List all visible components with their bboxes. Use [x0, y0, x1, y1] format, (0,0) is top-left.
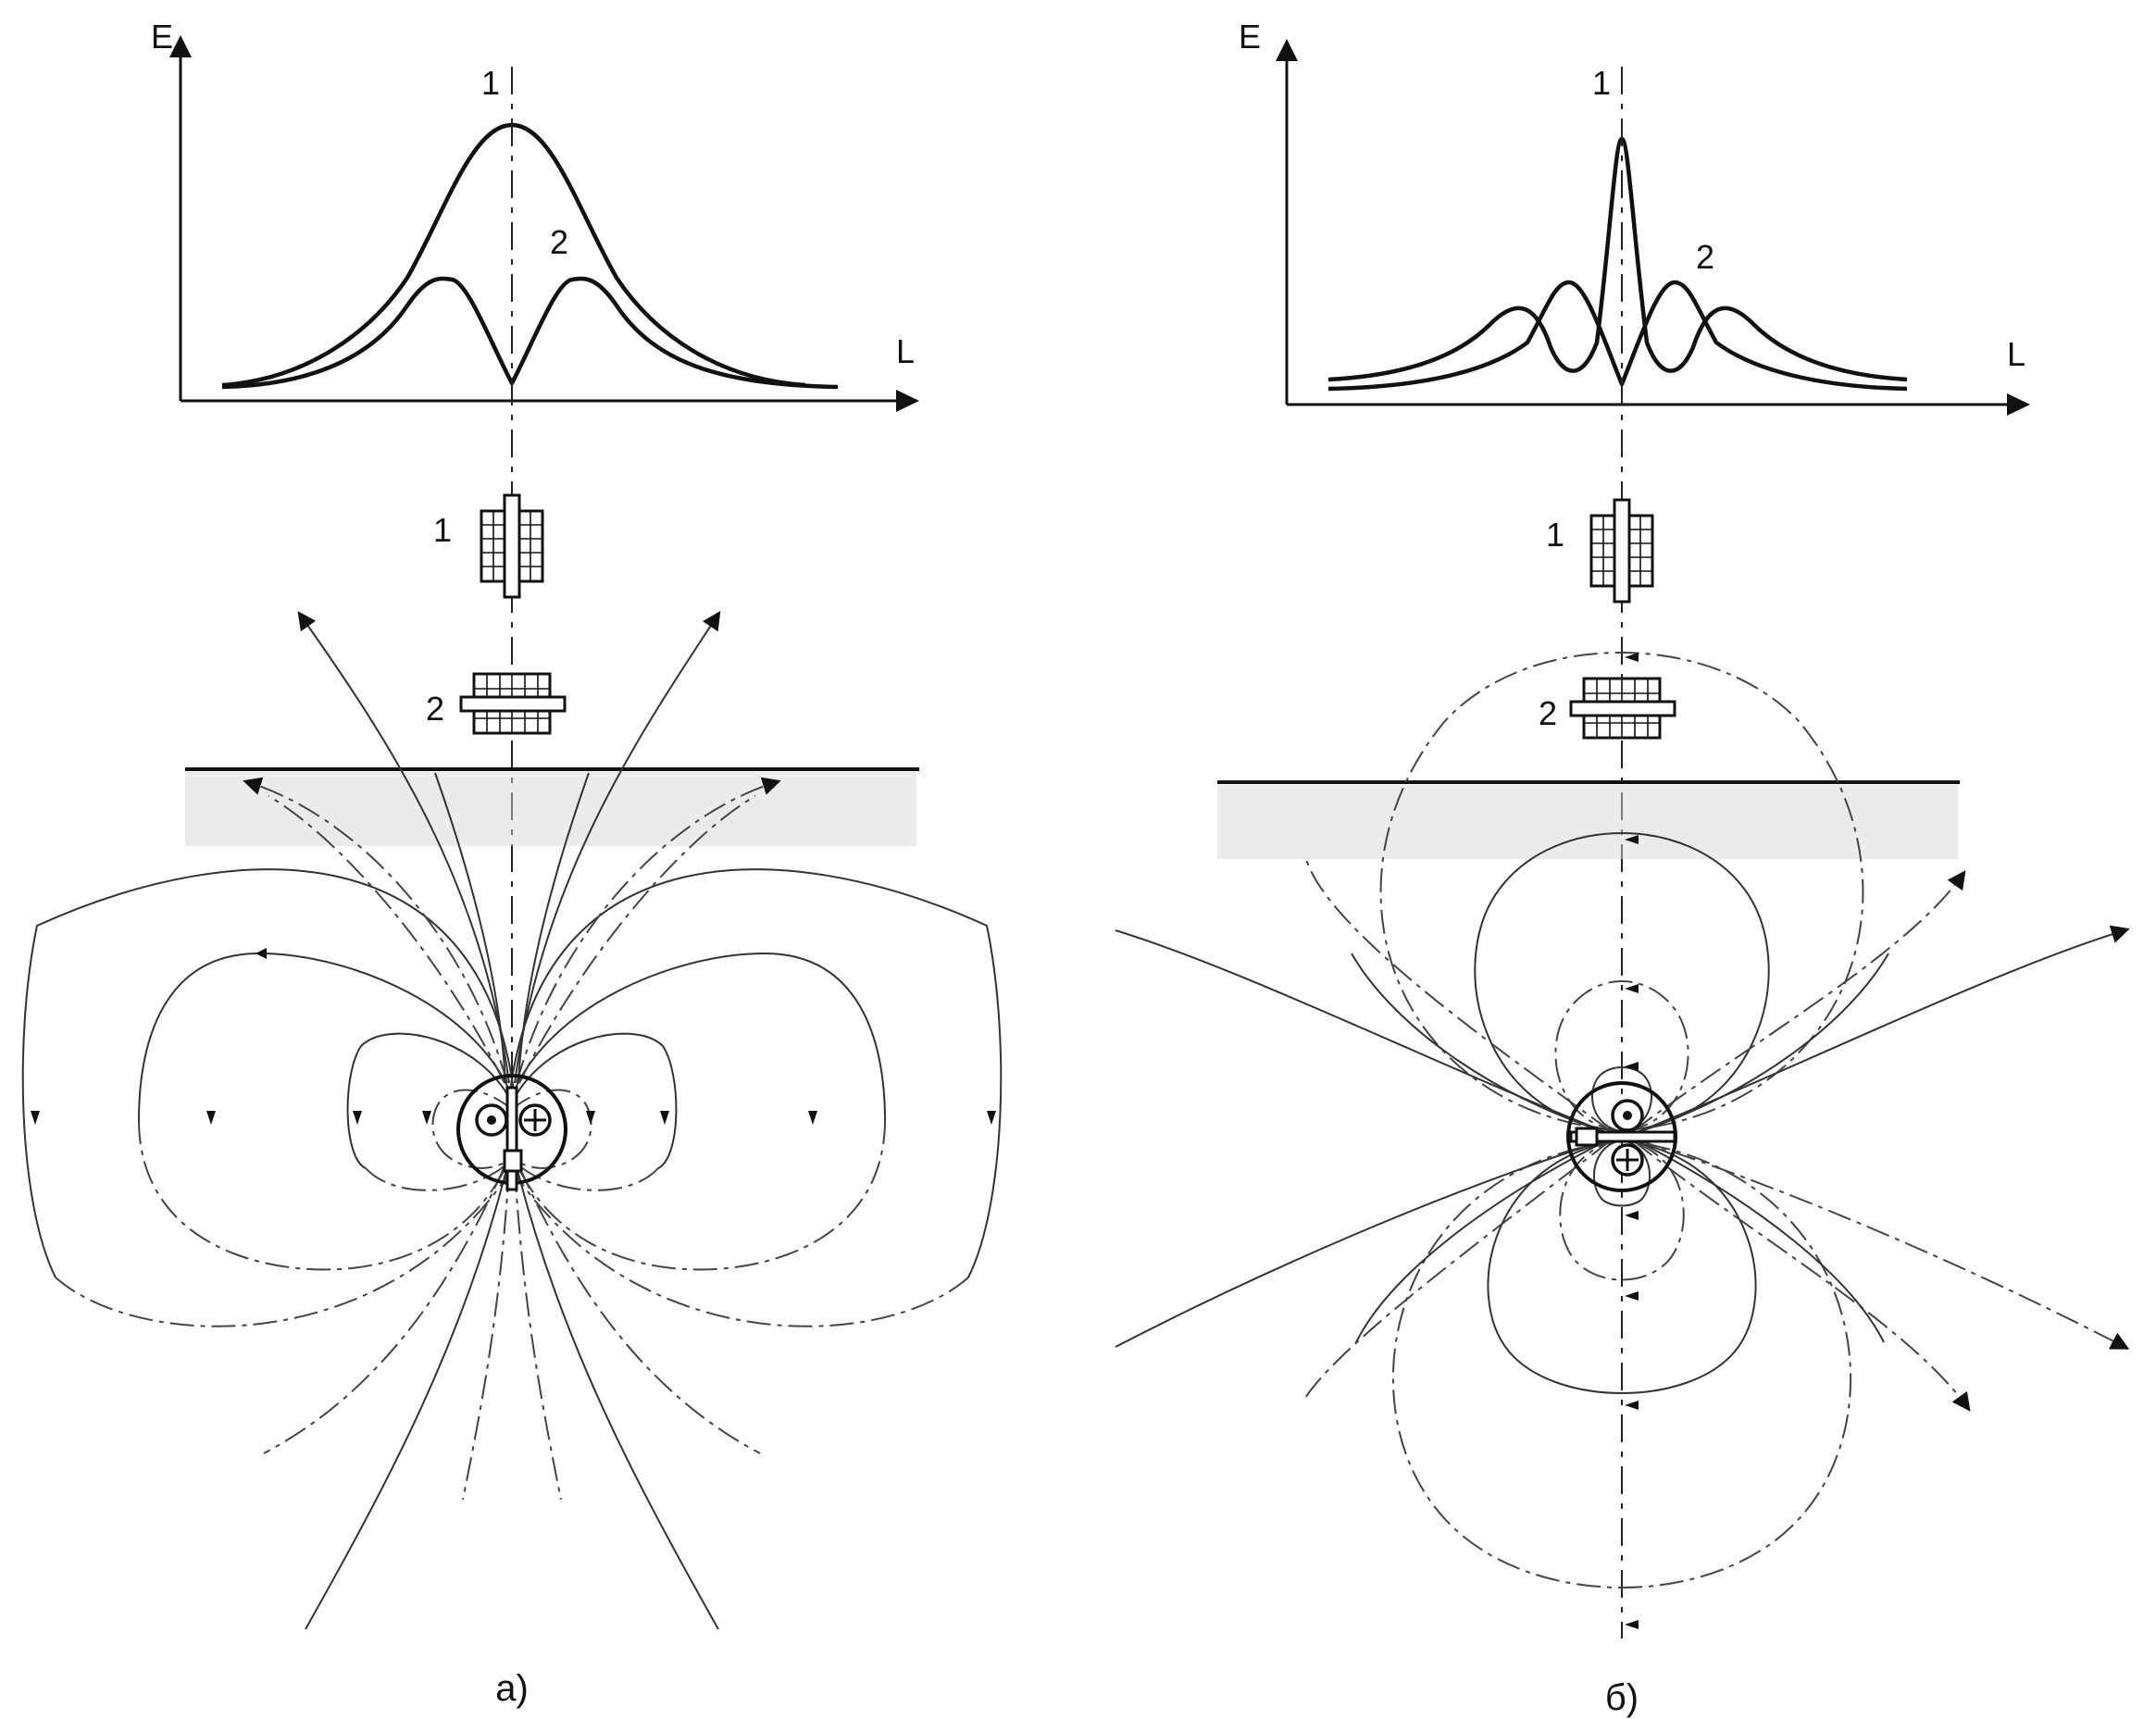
sensor1-label-b: 1 — [1546, 516, 1564, 554]
curve1-label-a: 1 — [481, 64, 500, 102]
sensor2-label-b: 2 — [1539, 694, 1557, 732]
curve2-label-b: 2 — [1696, 238, 1714, 276]
sensor2-label-a: 2 — [426, 690, 444, 728]
graph-a: E L 1 2 — [151, 18, 919, 412]
y-axis-label-a: E — [151, 18, 173, 56]
curve-1-b — [1327, 136, 1908, 382]
x-axis-label-b: L — [2007, 335, 2025, 373]
soil-band-b — [1217, 785, 1958, 859]
sensor-2-a: 2 — [426, 672, 567, 735]
loop-arrows-a — [31, 1111, 996, 1125]
sensor-1-b: 1 — [1546, 498, 1654, 604]
curve1-label-b: 1 — [1592, 64, 1611, 102]
sensor-2-b: 2 — [1539, 677, 1676, 740]
loop-arrows-b — [1625, 653, 1639, 1629]
cable-b — [1566, 1081, 1677, 1192]
cable-a — [456, 1074, 567, 1191]
panel-b: E L 1 2 1 — [1115, 18, 2130, 1718]
caption-a: а) — [495, 1668, 529, 1709]
x-axis-arrow-a — [896, 390, 919, 412]
x-axis-label-a: L — [896, 332, 915, 370]
caption-b: б) — [1605, 1677, 1639, 1718]
sensor1-label-a: 1 — [433, 511, 452, 549]
soil-band-a — [185, 772, 916, 846]
field-lines-a — [21, 610, 1003, 1630]
sensor-1-a: 1 — [433, 493, 544, 599]
y-axis-arrow-b — [1276, 39, 1298, 61]
y-axis-arrow-a — [169, 35, 192, 57]
y-axis-label-b: E — [1239, 18, 1261, 56]
field-lines-b — [1115, 652, 2130, 1588]
graph-b: E L 1 2 — [1239, 18, 2030, 416]
curve-1-a — [221, 122, 806, 388]
curve-2-a — [221, 276, 839, 390]
curve2-label-a: 2 — [550, 223, 568, 261]
curve-2-b — [1327, 280, 1908, 392]
x-axis-arrow-b — [2007, 393, 2030, 416]
panel-a: E L 1 2 1 — [21, 18, 1003, 1709]
